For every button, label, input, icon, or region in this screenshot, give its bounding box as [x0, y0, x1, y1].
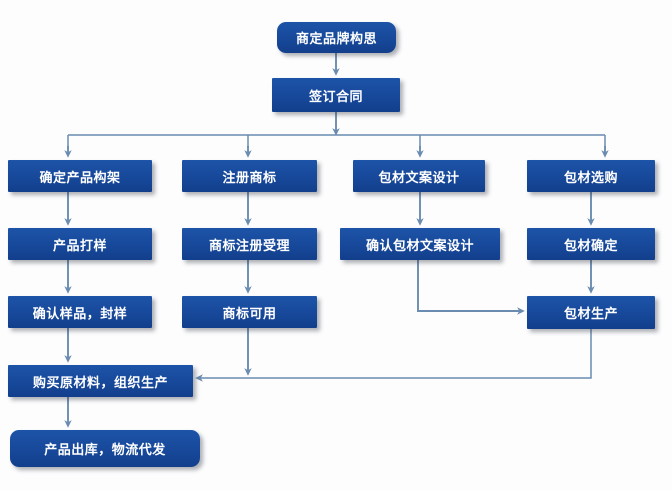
node-label: 包材生产 — [563, 307, 618, 322]
node-label: 包材选购 — [563, 170, 618, 186]
node-label: 包材文案设计 — [378, 170, 460, 186]
node-product-sampling[interactable]: 产品打样 — [8, 228, 152, 260]
node-label: 产品出库，物流代发 — [44, 443, 166, 458]
node-label: 签订合同 — [308, 89, 363, 105]
node-trademark-accepted[interactable]: 商标注册受理 — [182, 228, 317, 260]
node-buy-materials-organize-production[interactable]: 购买原材料，组织生产 — [8, 365, 193, 397]
node-packaging-copy-design[interactable]: 包材文案设计 — [353, 160, 485, 192]
node-packaging-production[interactable]: 包材生产 — [527, 296, 655, 329]
node-confirm-packaging-copy[interactable]: 确认包材文案设计 — [340, 228, 500, 260]
node-shipment-logistics[interactable]: 产品出库，物流代发 — [10, 430, 200, 467]
node-sign-contract[interactable]: 签订合同 — [272, 78, 400, 112]
node-label: 确定产品构架 — [39, 170, 121, 186]
edge-n9-n13 — [417, 260, 525, 315]
node-label: 商定品牌构思 — [295, 32, 377, 47]
node-product-framework[interactable]: 确定产品构架 — [8, 160, 152, 192]
node-label: 包材确定 — [563, 238, 618, 254]
node-confirm-sample-seal[interactable]: 确认样品，封样 — [8, 296, 152, 328]
node-label: 购买原材料，组织生产 — [32, 375, 168, 391]
node-label: 确认包材文案设计 — [365, 238, 474, 254]
node-register-trademark[interactable]: 注册商标 — [182, 160, 317, 192]
node-label: 商标可用 — [222, 306, 277, 322]
node-label: 注册商标 — [222, 170, 277, 186]
node-packaging-purchase[interactable]: 包材选购 — [527, 160, 655, 192]
node-packaging-confirmed[interactable]: 包材确定 — [527, 228, 655, 260]
node-brand-concept[interactable]: 商定品牌构思 — [277, 22, 396, 53]
edge-n13-n14 — [195, 329, 592, 382]
node-label: 确认样品，封样 — [32, 306, 128, 322]
node-trademark-available[interactable]: 商标可用 — [182, 296, 317, 328]
node-label: 商标注册受理 — [208, 238, 290, 254]
node-label: 产品打样 — [52, 238, 107, 254]
